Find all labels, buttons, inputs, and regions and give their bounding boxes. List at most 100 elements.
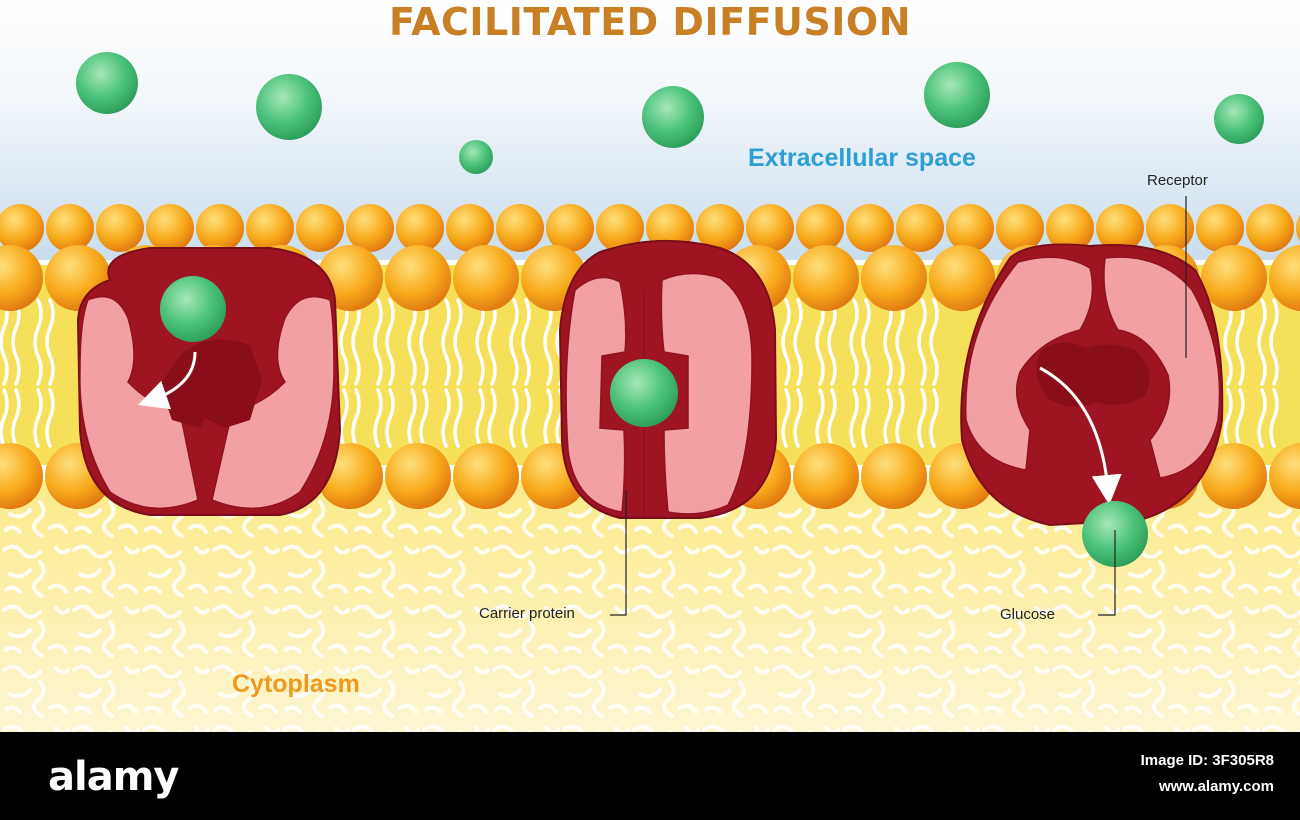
lipid-tail — [407, 388, 417, 448]
lipid-tail — [373, 388, 383, 448]
lipid-tail — [1235, 298, 1245, 386]
lipid-tail — [475, 388, 485, 448]
lipid-tail — [339, 298, 349, 386]
lipid-head — [296, 204, 344, 252]
lipid-tail — [0, 388, 9, 448]
glucose-molecules — [76, 52, 1264, 567]
lipid-head — [946, 204, 994, 252]
site-url-text: www.alamy.com — [1158, 778, 1274, 795]
lipid-head — [385, 443, 451, 509]
glucose-molecule — [1214, 94, 1264, 144]
lipid-tail — [827, 388, 837, 448]
lipid-tail — [45, 298, 55, 386]
lipid-tail — [11, 298, 21, 386]
lipid-head — [1201, 245, 1267, 311]
lipid-head — [696, 204, 744, 252]
lipid-tail — [441, 388, 451, 448]
lipid-tail — [33, 298, 43, 386]
lipid-tail — [0, 298, 9, 386]
lipid-tail — [475, 298, 485, 386]
lipid-tail — [929, 388, 939, 448]
lipid-tail — [453, 298, 463, 386]
lipid-tail — [543, 298, 553, 386]
lipid-head — [929, 245, 995, 311]
lipid-tail — [861, 298, 871, 386]
lipid-head — [896, 204, 944, 252]
lipid-tail — [441, 298, 451, 386]
lipid-tail — [883, 388, 893, 448]
lipid-tail — [793, 298, 803, 386]
lipid-tail — [827, 298, 837, 386]
lipid-head — [1296, 214, 1300, 242]
leader-lines — [610, 196, 1187, 616]
label-glucose: Glucose — [1000, 606, 1056, 623]
lipid-head — [246, 204, 294, 252]
lipid-head — [746, 204, 794, 252]
lipid-tail — [419, 388, 429, 448]
lipid-head — [1246, 204, 1294, 252]
lipid-tail — [883, 298, 893, 386]
lipid-head — [396, 204, 444, 252]
lipid-tail — [419, 298, 429, 386]
carrier-protein-open-outside — [76, 247, 342, 516]
membrane-illustration — [0, 0, 1300, 732]
lipid-tail — [1257, 388, 1267, 448]
lipid-head — [1269, 245, 1300, 311]
lipid-tail — [509, 388, 519, 448]
lipid-head — [1146, 204, 1194, 252]
lipid-head — [793, 443, 859, 509]
diagram-title: FACILITATED DIFFUSION — [388, 0, 912, 44]
lipid-tail — [509, 298, 519, 386]
lipid-tail — [815, 298, 825, 386]
lipid-head — [861, 245, 927, 311]
lipid-tail — [1257, 298, 1267, 386]
lipid-head — [146, 204, 194, 252]
label-carrier-protein: Carrier protein — [479, 605, 575, 622]
lipid-tail — [407, 298, 417, 386]
lipid-head — [1201, 443, 1267, 509]
lipid-head — [1196, 204, 1244, 252]
lipid-head — [996, 204, 1044, 252]
lipid-tail — [385, 298, 395, 386]
watermark-footer: alamy Image ID: 3F305R8 www.alamy.com — [0, 732, 1300, 820]
lipid-tail — [1269, 388, 1279, 448]
lipid-head — [496, 204, 544, 252]
lipid-tail — [895, 388, 905, 448]
lipid-tail — [815, 388, 825, 448]
lipid-head — [46, 204, 94, 252]
lipid-head — [0, 204, 44, 252]
glucose-molecule — [459, 140, 493, 174]
glucose-molecule — [160, 276, 226, 342]
lipid-head — [793, 245, 859, 311]
lipid-tail — [1223, 298, 1233, 386]
lipid-head — [453, 245, 519, 311]
lipid-tail — [1235, 388, 1245, 448]
lipid-tail — [385, 388, 395, 448]
lipid-head — [0, 245, 43, 311]
label-extracellular-space: Extracellular space — [748, 144, 976, 172]
lipid-tail — [1269, 298, 1279, 386]
lipid-head — [796, 204, 844, 252]
glucose-molecule — [256, 74, 322, 140]
glucose-molecule — [610, 359, 678, 427]
lipid-head — [861, 443, 927, 509]
lipid-head — [96, 204, 144, 252]
lipid-tail — [1223, 388, 1233, 448]
lipid-tail — [487, 388, 497, 448]
lipid-tail — [895, 298, 905, 386]
lipid-tail — [487, 298, 497, 386]
lipid-tail — [781, 388, 791, 448]
lipid-head — [0, 443, 43, 509]
lipid-tail — [521, 298, 531, 386]
lipid-head — [453, 443, 519, 509]
lipid-tail — [373, 298, 383, 386]
lipid-tail — [45, 388, 55, 448]
lipid-tail — [453, 388, 463, 448]
lipid-head — [196, 204, 244, 252]
lipid-tail — [929, 298, 939, 386]
lipid-head — [385, 245, 451, 311]
carrier-protein-occluded — [558, 239, 778, 519]
lipid-tail — [351, 388, 361, 448]
lipid-tail — [543, 388, 553, 448]
